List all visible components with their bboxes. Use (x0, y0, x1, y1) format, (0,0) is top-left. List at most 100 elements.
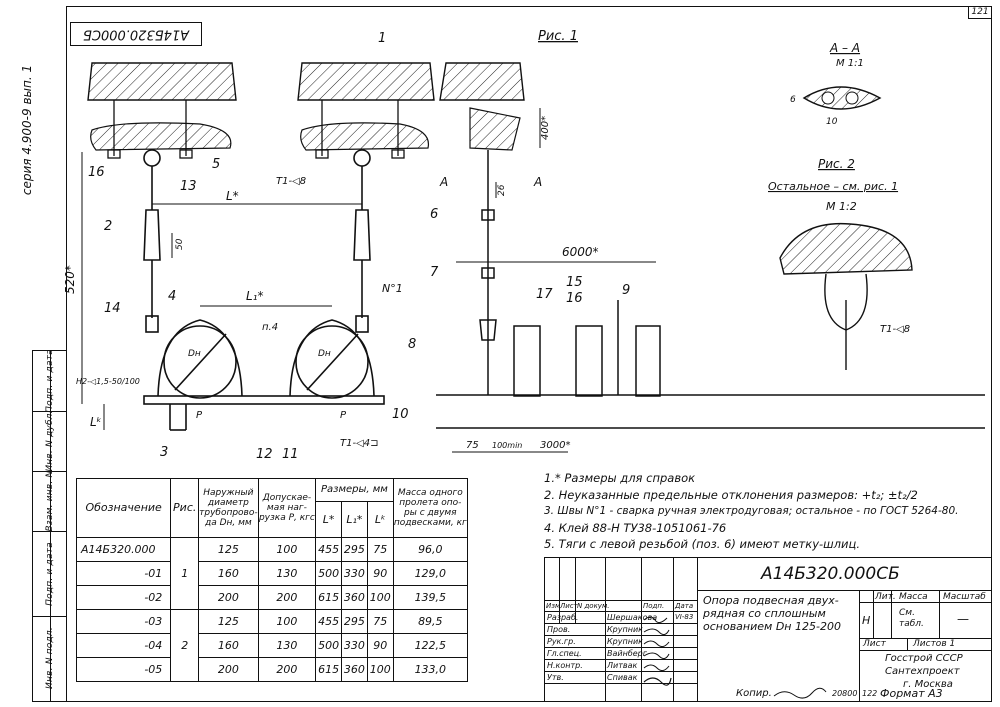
org-3: г. Москва (903, 679, 953, 690)
footer-order-no: 20800 (832, 689, 858, 698)
name-5: Спивак (607, 673, 638, 682)
col-doc: N докум. (577, 602, 610, 610)
cell-dia: 125 (198, 609, 259, 634)
callout-17: 17 (536, 287, 553, 302)
dim-Lk: Lᵏ (90, 415, 102, 429)
callouts: 1 2 3 4 5 6 7 8 9 10 11 12 13 14 15 16 1… (88, 31, 630, 462)
col-date: Дата (675, 602, 694, 610)
note-1: 1.* Размеры для справок (544, 471, 696, 485)
signatures (643, 616, 672, 686)
role-1: Пров. (547, 625, 571, 634)
cell-mass: 89,5 (392, 609, 469, 634)
cell-L: 455 (315, 609, 343, 634)
label-p-1: P (196, 410, 203, 421)
name-0: Шершакова (607, 613, 658, 622)
lit-value: Н (862, 614, 871, 627)
footer-copy-label: Копир. (736, 688, 772, 699)
cell-load: 200 (257, 657, 317, 682)
scale-value: — (957, 612, 969, 626)
dim-100min: 100min (492, 441, 522, 450)
label-dn-2: Dн (318, 349, 331, 359)
strip-cell-2: Инв. N дубл. (33, 410, 67, 472)
label-a-right: А (533, 175, 542, 189)
title-block-title: Опора подвесная двух-рядная со сплошным … (703, 594, 841, 633)
base-plate (143, 395, 385, 431)
callout-16-side: 16 (566, 291, 583, 306)
hdr-Lk: Lᵏ (366, 501, 394, 538)
dim-3000: 3000* (540, 440, 570, 451)
mass-header: Масса (899, 592, 928, 602)
cell-designation: -01 (75, 561, 172, 586)
callout-9: 9 (622, 283, 630, 298)
hdr-mass: Масса одного пролета опо-ры с двумя подв… (392, 478, 469, 538)
cell-designation: -05 (75, 657, 172, 682)
cell-fig-1: 1 (170, 537, 200, 610)
callout-8: 8 (408, 337, 416, 352)
strip-divider (50, 351, 51, 701)
cell-mass: 139,5 (392, 585, 469, 610)
name-2: Крупник (607, 637, 643, 646)
date-0: VI-83 (675, 613, 694, 621)
cell-load: 200 (257, 585, 317, 610)
section-a-a: А – А М 1:1 (802, 41, 882, 110)
spec-table-body: А14Б320.000 1 125 100 455 295 75 96,0 -0… (75, 537, 469, 682)
note-5: 5. Тяги с левой резьбой (поз. 6) имеют м… (544, 537, 860, 551)
cell-L: 500 (315, 561, 343, 586)
callout-6: 6 (430, 207, 438, 222)
name-1: Крупник (607, 625, 643, 634)
cell-L1: 360 (341, 585, 368, 610)
label-dn-1: Dн (188, 349, 201, 359)
label-h2: Н2-◁1,5-50/100 (76, 377, 140, 386)
dim-10: 10 (826, 117, 838, 127)
dim-520: 520* (63, 265, 77, 294)
role-2: Рук.гр. (547, 637, 576, 646)
hdr-L1: L₁* (341, 501, 368, 538)
callout-4: 4 (168, 289, 176, 304)
hdr-L: L* (315, 501, 343, 538)
technical-notes: 1.* Размеры для справок 2. Неуказанные п… (544, 470, 958, 553)
table-row: А14Б320.000 1 125 100 455 295 75 96,0 (75, 537, 469, 610)
cell-Lk: 100 (366, 657, 394, 682)
label-a-left: А (439, 175, 448, 189)
callout-7: 7 (430, 265, 439, 280)
label-weld-n1: N°1 (382, 282, 403, 295)
hanger-rods (143, 149, 371, 333)
strip-cell-4: Подп. и дата (33, 531, 67, 617)
table-row: -02 200 200 615 360 100 139,5 (75, 585, 469, 610)
cell-mass: 129,0 (392, 561, 469, 586)
cell-dia: 200 (198, 585, 259, 610)
cell-Lk: 100 (366, 585, 394, 610)
dim-50: 50 (175, 238, 185, 250)
callout-13: 13 (180, 179, 197, 194)
callout-1: 1 (378, 31, 386, 46)
cell-load: 130 (257, 561, 317, 586)
table-row: -04 160 130 500 330 90 122,5 (75, 633, 469, 658)
cell-L: 455 (315, 537, 343, 562)
table-row: -03 2 125 100 455 295 75 89,5 (75, 609, 469, 682)
left-approval-strip: Подп. и дата Инв. N дубл. Взам. инв. N П… (32, 349, 67, 702)
cell-load: 100 (257, 609, 317, 634)
dim-L: L* (226, 189, 239, 203)
callout-2: 2 (104, 219, 112, 234)
mass-value: См. табл. (899, 608, 924, 629)
ceiling-slab-mid (297, 62, 435, 151)
note-3: 3. Швы N°1 - сварка ручная электродугова… (544, 505, 959, 517)
callout-12: 12 (256, 447, 273, 462)
lit-header: Лит. (875, 592, 896, 602)
callout-10: 10 (392, 407, 409, 422)
cell-load: 100 (257, 537, 317, 562)
ceiling-slab-side (439, 62, 525, 151)
cell-dia: 160 (198, 561, 259, 586)
spec-header-row-2: L* L₁* Lᵏ (77, 501, 468, 538)
copy-signature (773, 687, 827, 699)
callout-11: 11 (282, 447, 299, 462)
cell-L: 615 (315, 585, 343, 610)
cell-dia: 160 (198, 633, 259, 658)
dimension-lines (81, 108, 656, 453)
section-title: А – А (829, 41, 860, 55)
section-scale: М 1:1 (836, 58, 864, 69)
dimension-labels: L* L₁* Lᵏ 520* 50 26 400* 6000* 75 100mi… (63, 95, 910, 451)
label-t1-4: Т1-◁4⊐ (340, 438, 379, 449)
cell-mass: 133,0 (392, 657, 469, 682)
